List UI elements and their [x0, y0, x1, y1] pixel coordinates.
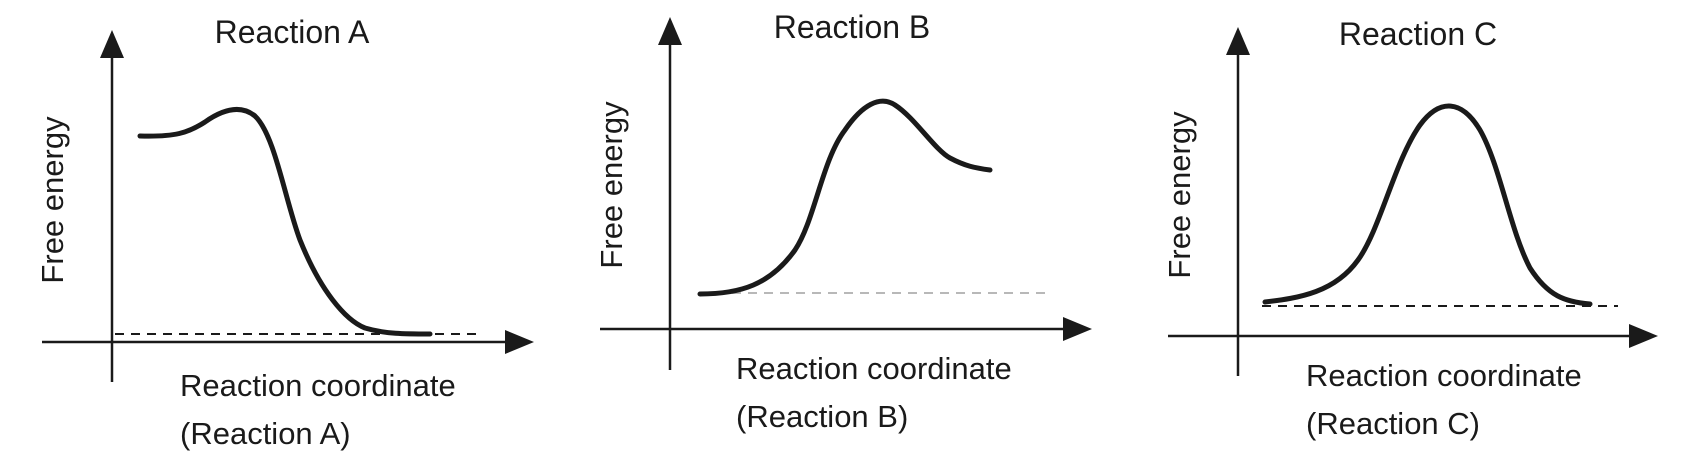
panel-b-x-axis-label-line2: (Reaction B) [736, 399, 908, 434]
panel-reaction-a: Reaction A Free energy Reaction coordina… [35, 14, 534, 451]
panel-a-x-axis-label-line2: (Reaction A) [180, 416, 351, 451]
panel-c-x-axis-label-line2: (Reaction C) [1306, 406, 1480, 441]
panel-a-title: Reaction A [215, 14, 370, 50]
panel-a-y-axis-arrowhead [100, 30, 124, 58]
panel-c-title: Reaction C [1339, 16, 1497, 52]
panel-b-y-axis-arrowhead [658, 17, 682, 45]
panel-c-x-axis-arrowhead [1629, 324, 1658, 348]
panel-a-y-axis-label: Free energy [35, 116, 70, 284]
panel-b-y-axis-label: Free energy [594, 101, 629, 269]
panel-a-x-axis-label-line1: Reaction coordinate [180, 368, 456, 403]
panel-b-energy-curve [697, 98, 993, 297]
panel-b-x-axis-arrowhead [1063, 317, 1092, 341]
panel-c-energy-curve [1262, 103, 1593, 307]
panel-c-y-axis-arrowhead [1226, 27, 1250, 55]
panel-a-x-axis-arrowhead [505, 330, 534, 354]
panel-c-y-axis-label: Free energy [1162, 111, 1197, 279]
panel-b-x-axis-label-line1: Reaction coordinate [736, 351, 1012, 386]
panel-a-energy-curve [137, 106, 433, 337]
panel-c-x-axis-label-line1: Reaction coordinate [1306, 358, 1582, 393]
panel-reaction-c: Reaction C Free energy Reaction coordina… [1162, 16, 1658, 441]
panel-reaction-b: Reaction B Free energy Reaction coordina… [594, 9, 1092, 434]
panel-b-title: Reaction B [774, 9, 931, 45]
